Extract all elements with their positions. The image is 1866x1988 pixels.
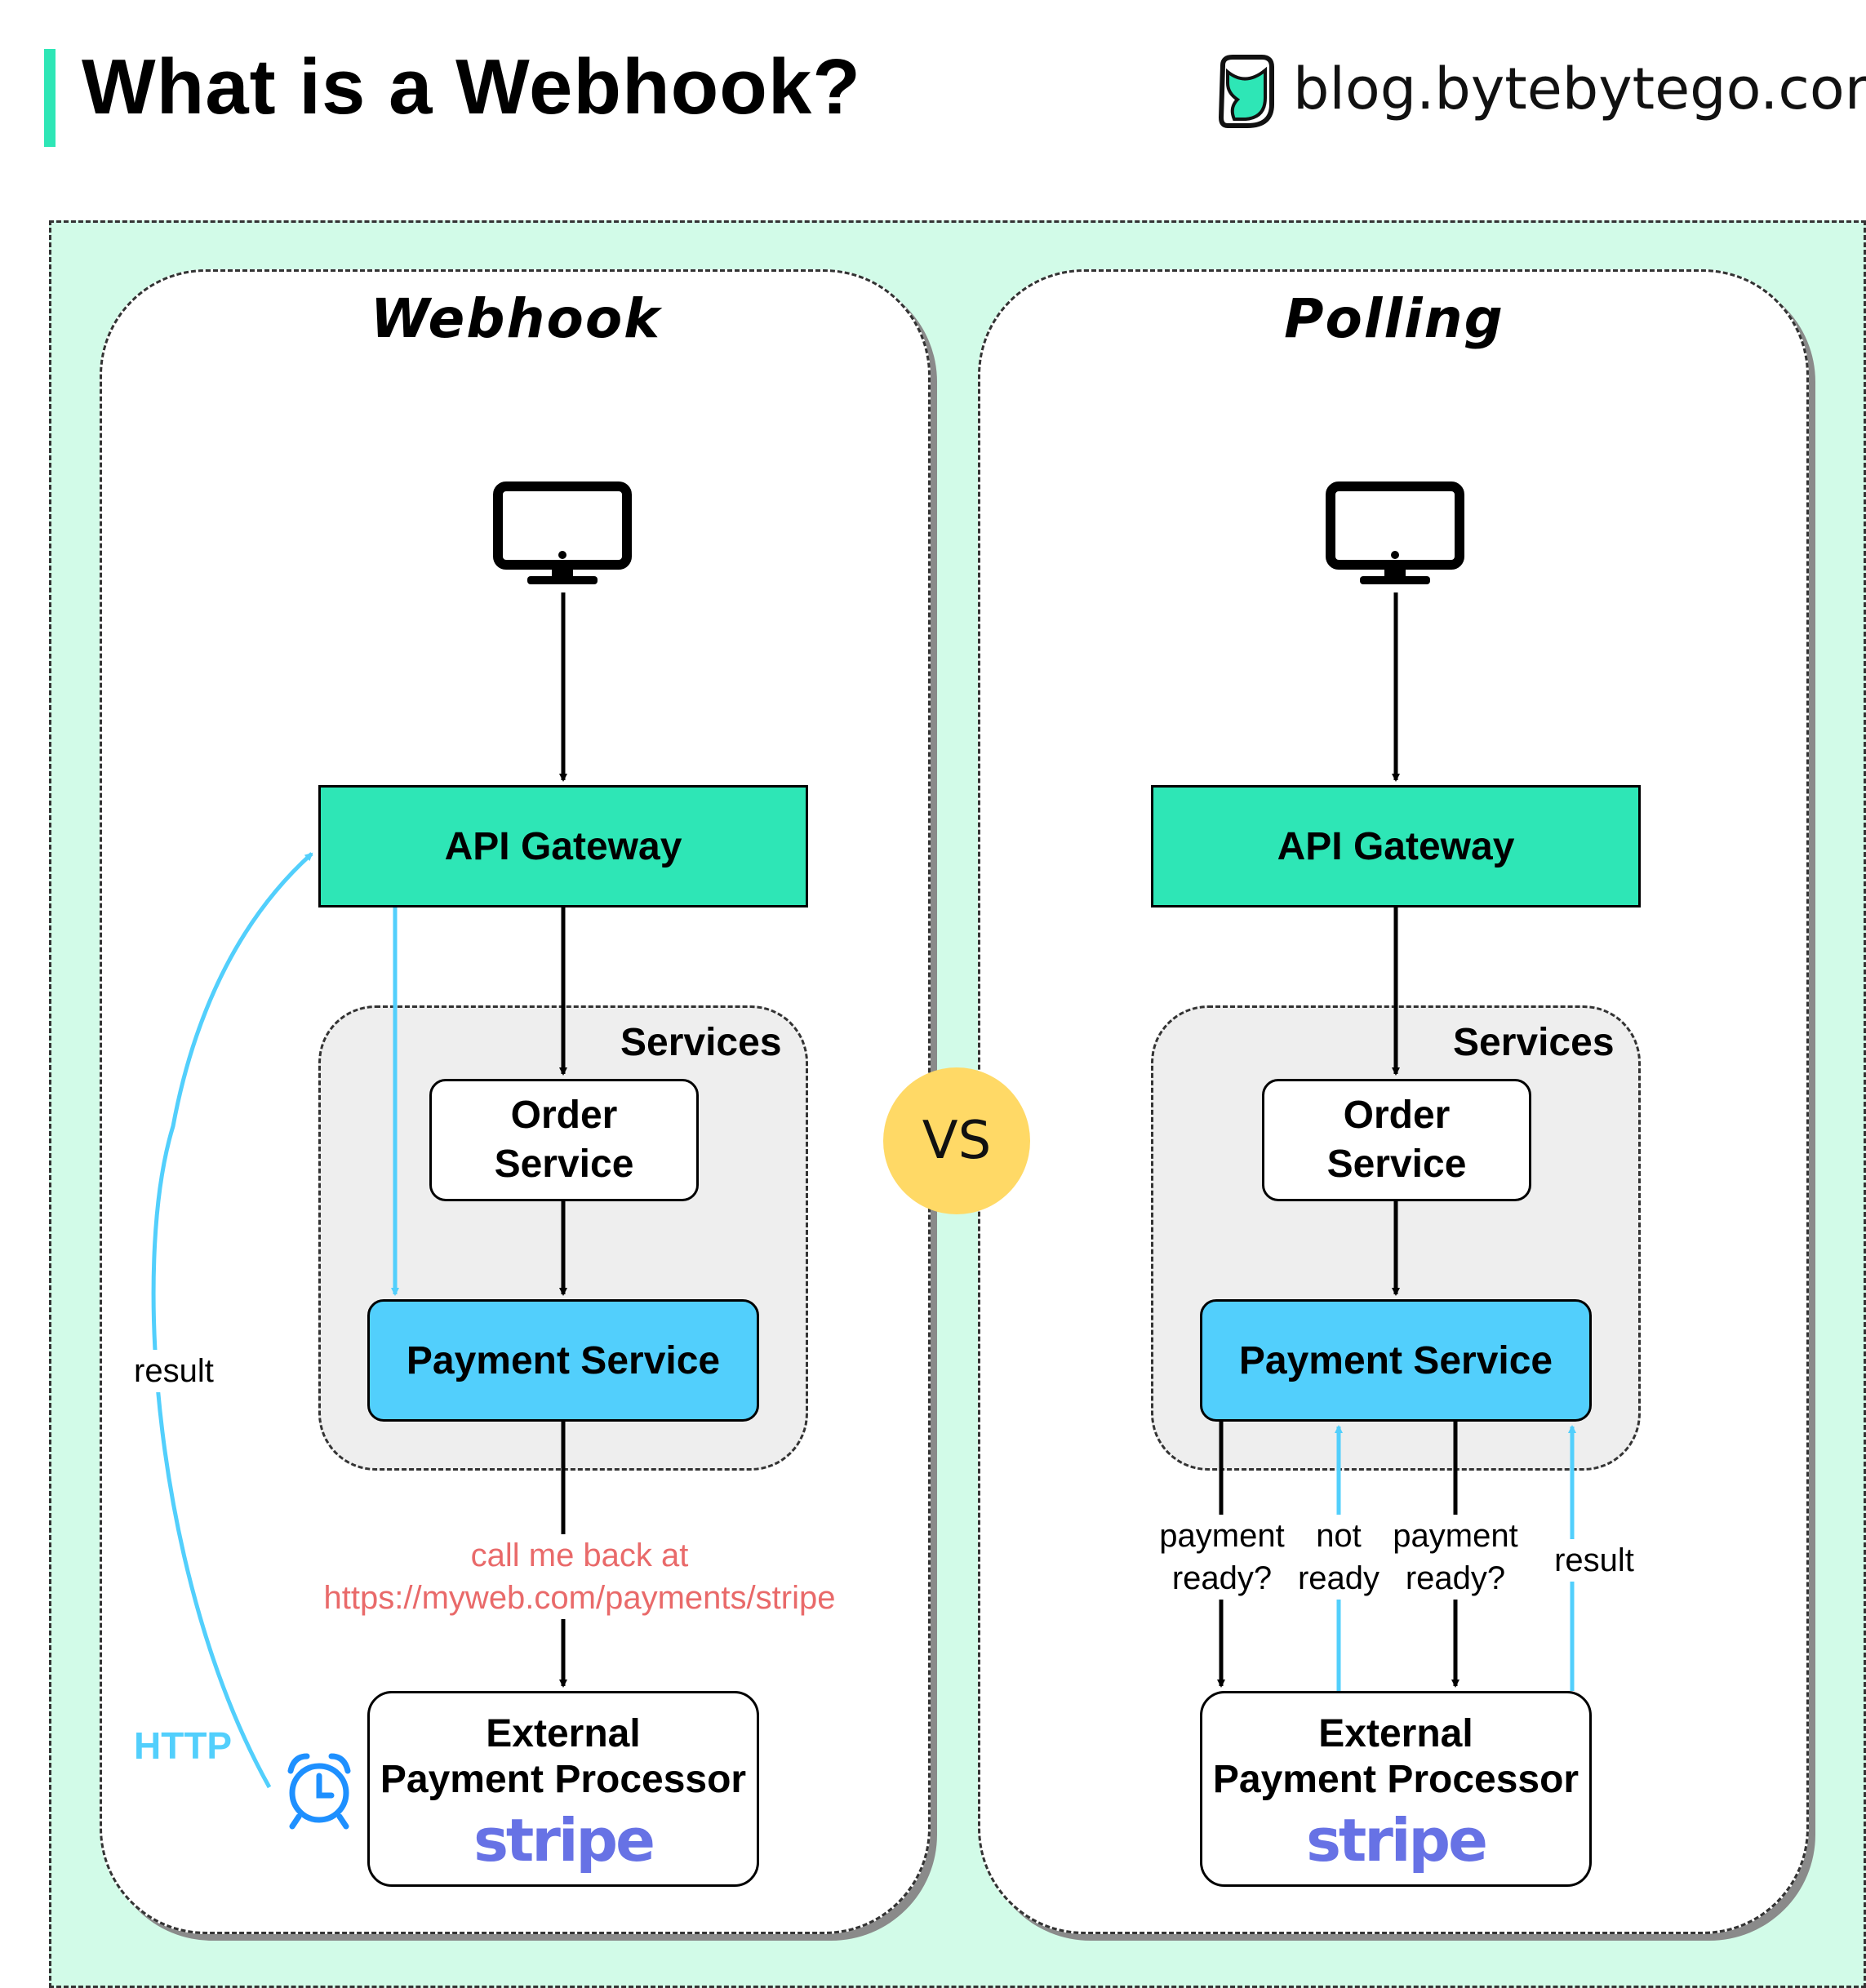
callback-line2: https://myweb.com/payments/stripe	[323, 1580, 836, 1616]
webhook-payment-service: Payment Service	[367, 1299, 759, 1422]
brand-url: blog.bytebytego.com	[1293, 55, 1866, 122]
polling-api-gateway: API Gateway	[1151, 785, 1641, 907]
webhook-order-service: Order Service	[429, 1079, 699, 1201]
bytebytego-logo-icon	[1218, 55, 1274, 128]
poll-label-result: result	[1533, 1539, 1655, 1582]
poll-label-line2: ready?	[1405, 1560, 1506, 1596]
polling-payment-service: Payment Service	[1200, 1299, 1592, 1422]
stripe-logo: stripe	[1306, 1806, 1488, 1875]
polling-title: Polling	[1284, 287, 1504, 350]
poll-label-line1: payment	[1393, 1518, 1518, 1554]
webhook-title: Webhook	[370, 287, 662, 350]
poll-label-line1: payment	[1159, 1518, 1285, 1554]
polling-external-processor: External Payment Processor stripe	[1200, 1691, 1592, 1887]
poll-label-not-ready: not ready	[1293, 1515, 1384, 1600]
webhook-external-processor: External Payment Processor stripe	[367, 1691, 759, 1887]
client-monitor-icon	[493, 481, 632, 584]
page-title: What is a Webhook?	[82, 43, 861, 131]
order-service-line1: Order	[510, 1094, 618, 1137]
poll-label-line1: not	[1316, 1518, 1362, 1554]
title-accent-bar	[44, 49, 56, 147]
http-label: HTTP	[134, 1724, 233, 1767]
callback-line1: call me back at	[470, 1538, 689, 1573]
external-line1: External	[1318, 1712, 1473, 1755]
alarm-clock-icon	[287, 1753, 351, 1830]
vs-badge: VS	[883, 1067, 1030, 1214]
order-service-line2: Service	[494, 1143, 634, 1186]
external-line2: Payment Processor	[380, 1758, 747, 1801]
poll-label-line2: ready	[1297, 1560, 1380, 1596]
callback-url-label: call me back at https://myweb.com/paymen…	[302, 1534, 857, 1619]
order-service-line1: Order	[1343, 1094, 1451, 1137]
external-line1: External	[486, 1712, 641, 1755]
client-monitor-icon	[1326, 481, 1464, 584]
stripe-logo: stripe	[473, 1806, 655, 1875]
polling-services-label: Services	[1453, 1021, 1615, 1064]
external-line2: Payment Processor	[1212, 1758, 1579, 1801]
polling-order-service: Order Service	[1262, 1079, 1531, 1201]
webhook-result-label: result	[131, 1350, 217, 1392]
poll-label-payment-ready-2: payment ready?	[1386, 1515, 1525, 1600]
webhook-services-label: Services	[620, 1021, 782, 1064]
webhook-api-gateway: API Gateway	[318, 785, 808, 907]
poll-label-payment-ready-1: payment ready?	[1153, 1515, 1291, 1600]
order-service-line2: Service	[1326, 1143, 1467, 1186]
poll-label-line2: ready?	[1171, 1560, 1273, 1596]
